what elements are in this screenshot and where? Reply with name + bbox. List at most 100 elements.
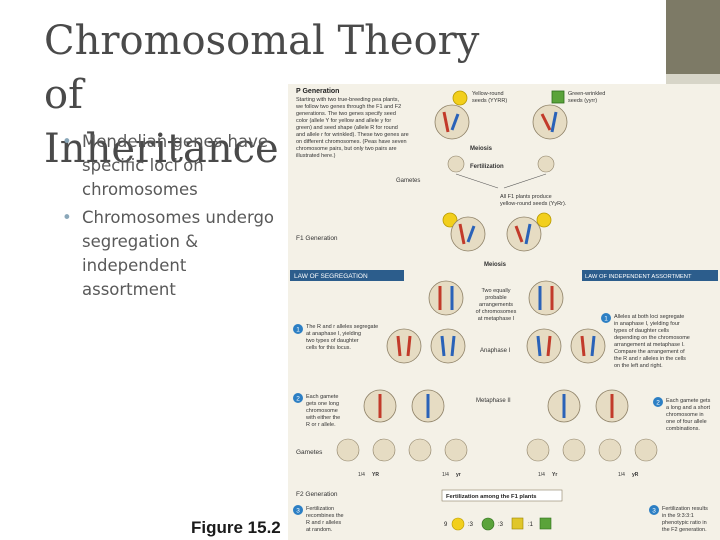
step-text-line: R or r allele. (306, 422, 336, 428)
yellow-seeds-label: Yellow-round (472, 91, 504, 97)
step-number-badge (653, 397, 663, 407)
gametes-row-label: Gametes (296, 449, 323, 456)
yellow-round-seed-icon (451, 517, 465, 531)
p-cell-yellow (434, 104, 470, 140)
step-text-line: R and r alleles (306, 520, 341, 526)
step-text-line: chromosome (306, 408, 338, 414)
chromosome (396, 335, 402, 357)
step2-left-text: Each gamete gets one long chromosome wit… (305, 394, 340, 428)
bullet-list: Mendelian genes have specific loci on ch… (62, 130, 282, 306)
two-equally-line: arrangements (479, 302, 513, 308)
step-text-line: at anaphase I, yielding (306, 331, 361, 337)
step-text-line: depending on the chromosome (614, 335, 690, 341)
step-text-line: phenotypic ratio in (662, 520, 707, 526)
f1-text: All F1 plants produce (500, 194, 552, 200)
two-equally-line: of chromosomes (476, 309, 517, 315)
two-equally-line: Two equally (481, 288, 510, 294)
chromosome (458, 223, 466, 245)
chromosome (440, 335, 446, 357)
ratio-number: :3 (468, 522, 474, 528)
green-wrinkled-seed-icon (539, 517, 552, 530)
law-of-segregation-label: LAW OF SEGREGATION (294, 273, 368, 280)
gamete-cell (447, 155, 465, 173)
chromosome (580, 335, 586, 357)
p-text-line: Starting with two true-breeding pea plan… (296, 97, 400, 103)
chromosome (450, 335, 456, 357)
ratio-number: :1 (528, 522, 534, 528)
step-number-badge (293, 505, 303, 515)
chromosome (540, 113, 552, 131)
green-seeds-label: seeds (yyrr) (568, 98, 597, 104)
step-number-badge (649, 505, 659, 515)
chromosome (450, 113, 460, 131)
ratio-number: 9 (444, 522, 448, 528)
step-number-badge (293, 324, 303, 334)
chromosome (524, 223, 532, 245)
p-text-line: generations. The two genes specify seed (296, 111, 396, 117)
chromosome (514, 225, 524, 243)
step-text-line: with either the (305, 415, 340, 421)
green-wrinkled-seed-icon (551, 90, 565, 104)
arrow (503, 173, 547, 189)
step1-right-text: Alleles at both loci segregate in anapha… (614, 314, 690, 369)
metaphase-i-cell (428, 280, 464, 316)
step-text-line: in the 9:3:3:1 (662, 513, 694, 519)
green-seeds-label: Green-wrinkled (568, 91, 605, 97)
step-text-line: The R and r alleles segregate (306, 324, 378, 330)
anaphase-i-cell (386, 328, 422, 364)
step1-left-text: The R and r alleles segregate at anaphas… (306, 324, 378, 351)
law-of-independent-assortment-banner (582, 270, 718, 281)
step-text-line: at random. (306, 527, 333, 533)
gamete-cell (526, 438, 550, 462)
title-line-1: Chromosomal Theory of (44, 18, 480, 118)
step-number: 2 (296, 396, 300, 403)
gametes-label: Gametes (396, 178, 420, 184)
step3-right-text: Fertilization results in the 9:3:3:1 phe… (662, 506, 708, 533)
p-text-line: illustrated here.) (296, 153, 336, 159)
chromosome (550, 111, 558, 133)
p-text-line: on different chromosomes. (Peas have sev… (296, 139, 407, 145)
gamete-fractions: 1/4 YR 1/4 yr 1/4 Yr 1/4 yR (358, 472, 639, 478)
figure-diagram: P Generation Starting with two true-bree… (290, 88, 718, 533)
figure-caption: Figure 15.2 (191, 518, 281, 537)
gamete-cell (537, 155, 555, 173)
step-text-line: on the left and right. (614, 363, 663, 369)
step-text-line: Each gamete gets (666, 398, 711, 404)
step-number: 2 (656, 400, 660, 407)
step-text-line: Fertilization results (662, 506, 708, 512)
anaphase-i-cell (430, 328, 466, 364)
two-equally-text: Two equally probable arrangements of chr… (476, 288, 517, 322)
anaphase-i-cell (526, 328, 562, 364)
step-text-line: combinations. (666, 426, 700, 432)
step-number: 1 (604, 316, 608, 323)
gamete-genotype: YR (372, 472, 379, 478)
step-number: 3 (296, 508, 300, 515)
gamete-cell (372, 438, 396, 462)
ratio-number: :3 (498, 522, 504, 528)
green-round-seed-icon (481, 517, 495, 531)
chromosome (546, 335, 552, 357)
law-of-independent-assortment-label: LAW OF INDEPENDENT ASSORTMENT (585, 274, 692, 280)
meiosis-label: Meiosis (484, 262, 507, 268)
metaphase-label: Metaphase II (476, 398, 511, 404)
gamete-cell (444, 438, 468, 462)
gamete-cell (408, 438, 432, 462)
gamete-cell (634, 438, 658, 462)
step-text-line: the R and r alleles in the cells (614, 356, 686, 362)
step2-right-text: Each gamete gets a long and a short chro… (666, 398, 711, 432)
step-number-badge (293, 393, 303, 403)
step-text-line: Alleles at both loci segregate (614, 314, 684, 320)
step-text-line: two types of daughter (306, 338, 359, 344)
gamete-cells (336, 438, 658, 462)
step-text-line: a long and a short (666, 405, 711, 411)
fraction-label: 1/4 (538, 472, 545, 478)
chromosome (536, 335, 542, 357)
fraction-label: 1/4 (358, 472, 365, 478)
chromosome (406, 335, 412, 357)
fertilization-f1-box (441, 489, 563, 502)
anaphase-i-cell (570, 328, 606, 364)
p-generation-label: P Generation (296, 88, 339, 95)
gamete-cell (336, 438, 360, 462)
p-text-line: we follow two genes through the F1 and F… (295, 104, 401, 110)
fraction-label: 1/4 (442, 472, 449, 478)
